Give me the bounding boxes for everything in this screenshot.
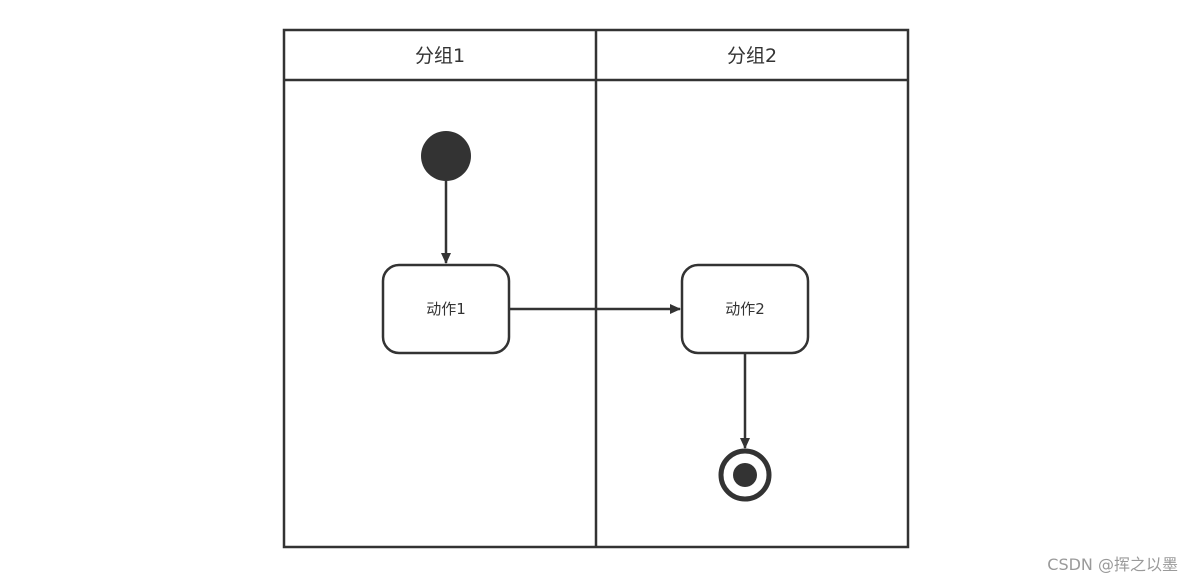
lane-title-group1: 分组1 — [415, 45, 465, 67]
action-node-1-label: 动作1 — [426, 300, 466, 318]
final-node-inner — [733, 463, 757, 487]
watermark: CSDN @挥之以墨 — [1047, 555, 1178, 574]
initial-node — [421, 131, 471, 181]
lane-title-group2: 分组2 — [727, 45, 777, 67]
action-node-2-label: 动作2 — [725, 300, 765, 318]
